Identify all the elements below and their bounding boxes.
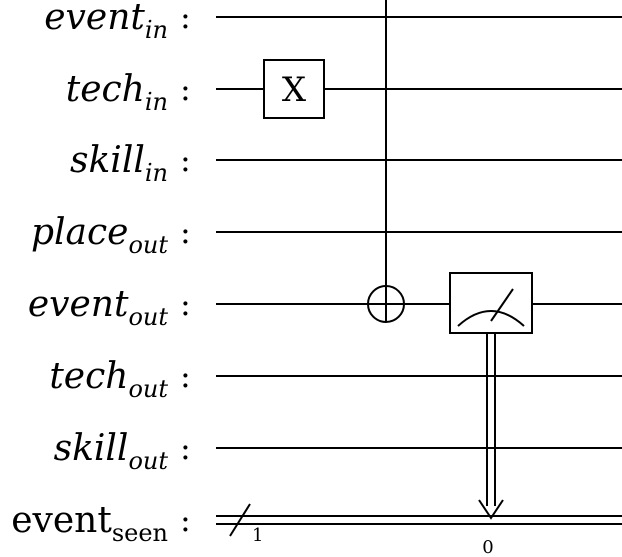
x-gate-label: X — [282, 70, 307, 110]
measurement-gate — [449, 272, 533, 334]
cnot-gate — [367, 0, 405, 323]
wire-label-separator: : — [180, 70, 191, 108]
wire-label-separator: : — [180, 285, 191, 323]
measurement-result-arrow: 0 — [478, 333, 504, 557]
bus-slash — [229, 503, 251, 537]
wire-label-main: event — [28, 284, 129, 325]
quantum-wires — [216, 16, 622, 449]
wire-label-subscript: in — [145, 88, 168, 116]
meter-arc — [457, 310, 525, 327]
wire-label-main: tech — [66, 69, 145, 110]
classical-bit-index: 0 — [482, 537, 493, 557]
wire-label-main: skill — [70, 140, 145, 181]
measurement-box — [449, 272, 533, 334]
meter-needle — [490, 288, 514, 322]
wire-label-skill-in: skillin — [70, 140, 168, 187]
x-gate-box — [263, 59, 325, 119]
wire-label-subscript: in — [145, 16, 168, 44]
wire-label-subscript: in — [145, 159, 168, 187]
classical-register: 1 — [216, 503, 622, 546]
wire-label-main: place — [31, 212, 129, 253]
wire-label-subscript: out — [128, 303, 168, 331]
arrow-head — [478, 499, 504, 520]
wire-label-separator: : — [180, 357, 191, 395]
wire-label-event-seen: eventseen — [11, 500, 168, 547]
wire-label-tech-in: techin — [66, 69, 168, 116]
wire-label-separator: : — [180, 429, 191, 467]
wire-label-subscript: out — [128, 375, 168, 403]
x-gate: X — [263, 59, 325, 119]
wire-label-main: event — [44, 0, 145, 38]
wire-label-main: event — [11, 500, 112, 541]
wire-label-event-out: eventout — [28, 284, 169, 331]
wire-label-subscript: out — [128, 231, 168, 259]
wire-label-skill-out: skillout — [54, 428, 169, 475]
wire-label-subscript: seen — [112, 519, 168, 547]
wire-label-separator: : — [180, 141, 191, 179]
wire-label-subscript: out — [128, 447, 168, 475]
wire-labels: eventin:techin:skillin:placeout:eventout… — [11, 0, 191, 547]
wire-label-separator: : — [180, 501, 191, 539]
wire-label-separator: : — [180, 213, 191, 251]
wire-label-place-out: placeout — [31, 212, 168, 259]
bus-width-label: 1 — [252, 525, 263, 546]
wire-label-tech-out: techout — [49, 356, 168, 403]
wire-label-main: skill — [54, 428, 129, 469]
wire-label-main: tech — [49, 356, 128, 397]
wire-label-event-in: eventin — [44, 0, 168, 44]
wire-label-separator: : — [180, 0, 191, 36]
